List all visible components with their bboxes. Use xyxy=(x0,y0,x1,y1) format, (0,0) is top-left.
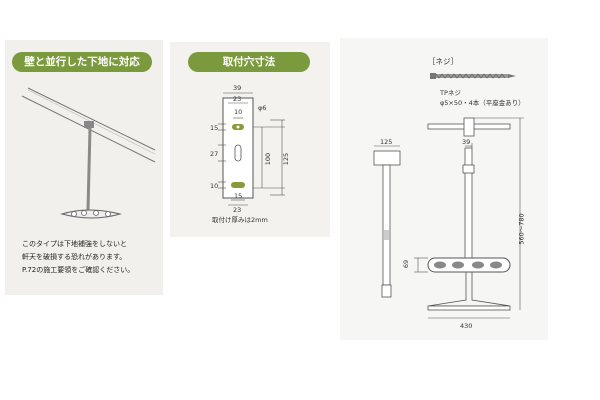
hanger-arm-illustration xyxy=(60,209,122,219)
dim-10: 10 xyxy=(234,108,243,116)
note-line-3: P.72の施工要領をご確認ください。 xyxy=(22,266,135,274)
panel-product-dimensions xyxy=(340,38,548,340)
dim-pole-39: 39 xyxy=(462,138,471,146)
dim-width-430: 430 xyxy=(460,322,473,330)
wall-parallel-header: 壁と並行した下地に対応 xyxy=(12,52,152,72)
dim-arm-69: 69 xyxy=(402,259,411,269)
screw-type: TPネジ xyxy=(440,89,461,97)
dim-10-bottom: 10 xyxy=(210,182,219,190)
plate-thickness-caption: 取付け厚みは2mm xyxy=(212,216,268,224)
screw-illustration xyxy=(430,73,516,79)
dim-23: 23 xyxy=(233,95,242,103)
panel-wall-parallel xyxy=(5,40,163,295)
dim-15-bottom: 15 xyxy=(234,192,243,200)
dim-base-125: 125 xyxy=(380,138,393,146)
hole-dimensions-header: 取付穴寸法 xyxy=(188,52,310,72)
screw-spec: φ5×50・4本（平座金あり） xyxy=(440,99,525,107)
dim-top-39: 39 xyxy=(233,84,242,92)
dim-height-range: 560〜780 xyxy=(517,213,526,245)
dim-15-top: 15 xyxy=(210,124,219,132)
dim-27: 27 xyxy=(210,150,219,158)
screw-label: ［ネジ］ xyxy=(428,57,458,66)
note-line-2: 軒天を破損する恐れがあります。 xyxy=(22,253,127,261)
note-line-1: このタイプは下地補強をしないと xyxy=(22,240,127,248)
dim-hole-phi6: φ6 xyxy=(258,104,267,112)
dim-23-bottom: 23 xyxy=(233,206,242,214)
